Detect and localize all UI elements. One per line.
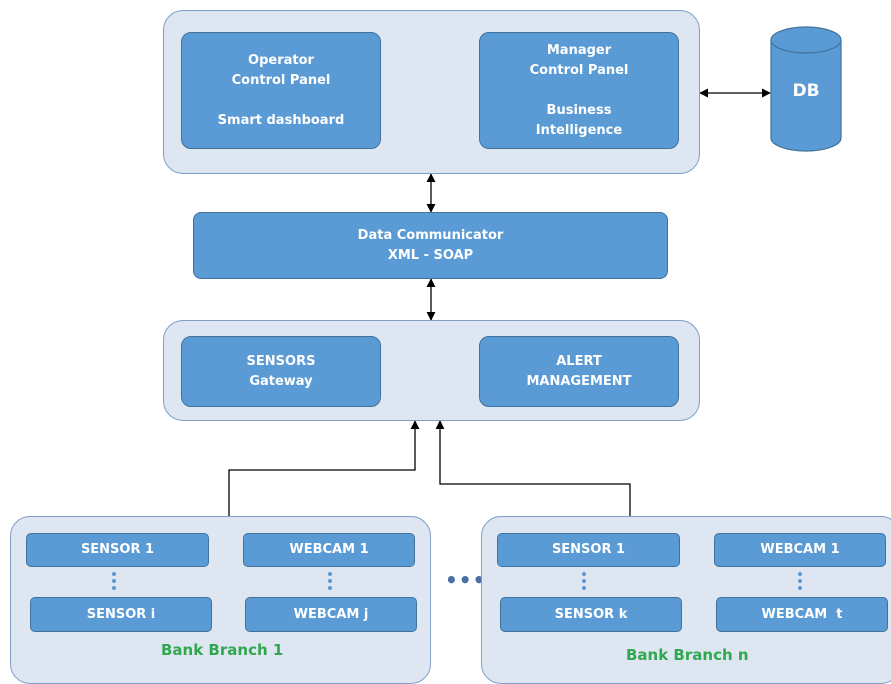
operator-subtitle: Control Panel bbox=[231, 72, 331, 88]
manager-subtitle: Control Panel bbox=[529, 62, 629, 78]
manager-title: Manager bbox=[546, 42, 612, 58]
more-branches-ellipsis: ••• bbox=[445, 568, 487, 592]
branchn-webcam-first: WEBCAM 1 bbox=[714, 533, 886, 567]
branch1-webcam-ellipsis bbox=[328, 572, 332, 593]
branch1-webcam-first: WEBCAM 1 bbox=[243, 533, 415, 567]
communicator-title: Data Communicator bbox=[357, 227, 504, 243]
branchn-sensor-ellipsis bbox=[582, 572, 586, 593]
branchn-sensor-first: SENSOR 1 bbox=[497, 533, 680, 567]
bank-branch-1-label: Bank Branch 1 bbox=[161, 641, 284, 659]
branch1-connector-arrow bbox=[228, 420, 420, 516]
database-label: DB bbox=[792, 81, 820, 101]
data-communicator: Data Communicator XML - SOAP bbox=[193, 212, 668, 279]
alert-subtitle: MANAGEMENT bbox=[526, 373, 632, 389]
branchn-webcam-ellipsis bbox=[798, 572, 802, 593]
sensors-gateway-title: SENSORS bbox=[246, 353, 316, 369]
manager-feature-line1: Business bbox=[546, 102, 612, 118]
alert-management: ALERT MANAGEMENT bbox=[479, 336, 679, 407]
branch1-webcam-last: WEBCAM j bbox=[245, 597, 417, 632]
branch1-sensor-first: SENSOR 1 bbox=[26, 533, 209, 567]
manager-control-panel: Manager Control Panel Business Intellige… bbox=[479, 32, 679, 149]
communicator-protocol: XML - SOAP bbox=[387, 247, 474, 263]
sensors-gateway: SENSORS Gateway bbox=[181, 336, 381, 407]
operator-feature: Smart dashboard bbox=[217, 112, 345, 128]
database-cylinder: DB bbox=[770, 26, 842, 152]
operator-control-panel: Operator Control Panel Smart dashboard bbox=[181, 32, 381, 149]
bank-branch-n-label: Bank Branch n bbox=[626, 646, 749, 664]
alert-title: ALERT bbox=[556, 353, 602, 369]
branch1-sensor-last: SENSOR i bbox=[30, 597, 212, 632]
branch1-sensor-ellipsis bbox=[112, 572, 116, 593]
manager-feature-line2: Intelligence bbox=[535, 122, 623, 138]
branchn-webcam-last: WEBCAM t bbox=[716, 597, 888, 632]
branchn-sensor-last: SENSOR k bbox=[500, 597, 682, 632]
branchn-connector-arrow bbox=[435, 420, 631, 516]
sensors-gateway-subtitle: Gateway bbox=[249, 373, 313, 389]
database-icon bbox=[770, 26, 842, 152]
operator-title: Operator bbox=[248, 52, 314, 68]
